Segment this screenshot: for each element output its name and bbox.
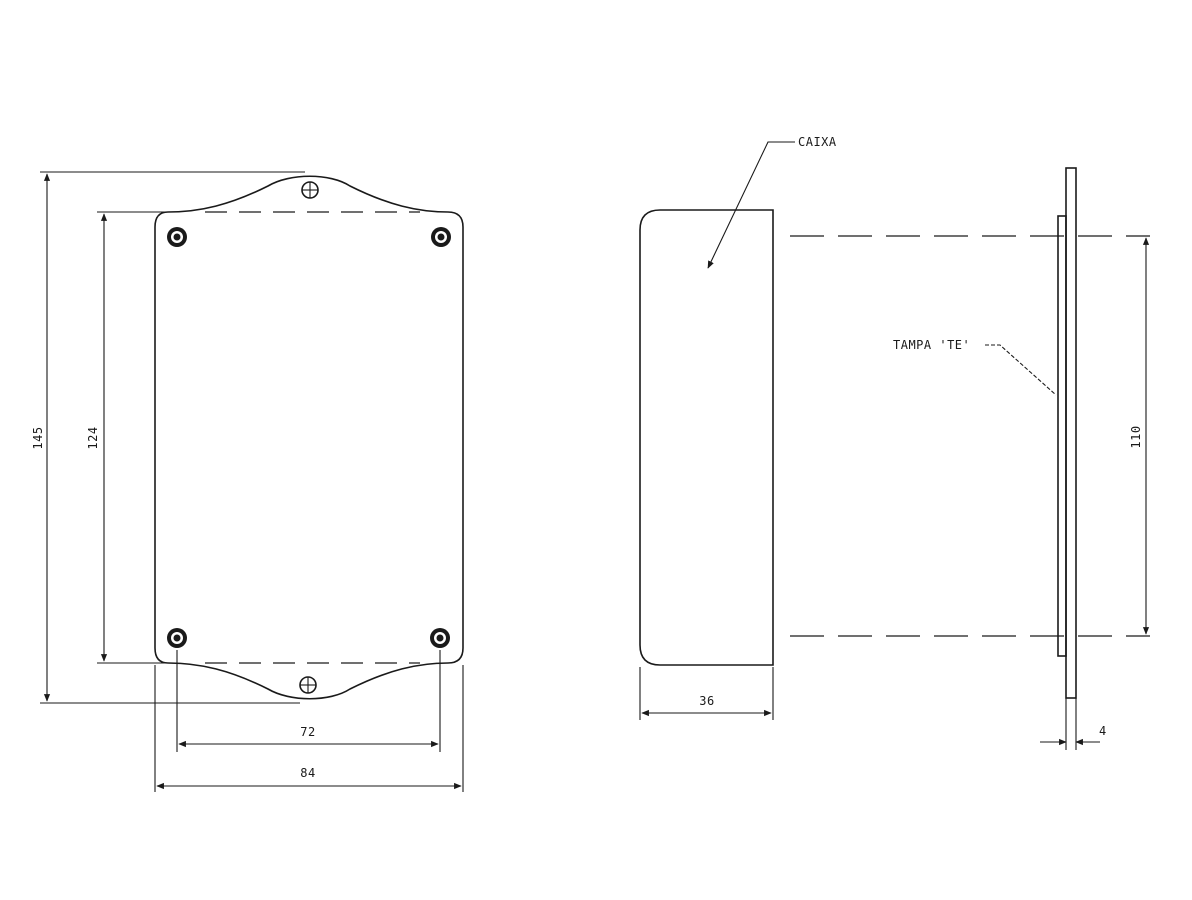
dim-4-label: 4 <box>1099 724 1107 738</box>
tampa-leader <box>985 344 1057 396</box>
front-view: 145 124 72 84 <box>31 171 464 792</box>
top-ear-hole <box>301 181 319 199</box>
dim-36-label: 36 <box>699 694 714 708</box>
screw-top-right <box>431 227 451 247</box>
dimension-84: 84 <box>154 665 464 792</box>
screw-bottom-right <box>430 628 450 648</box>
dim-110-label: 110 <box>1129 425 1143 448</box>
screw-bottom-left <box>167 628 187 648</box>
dimension-36: 36 <box>639 667 774 720</box>
dimension-4: 4 <box>1040 698 1107 750</box>
caixa-label: CAIXA <box>798 135 837 149</box>
box-side-outline <box>639 209 774 666</box>
dimension-110: 110 <box>1129 237 1150 635</box>
tampa-label: TAMPA 'TE' <box>893 338 970 352</box>
enclosure-outline <box>154 175 464 700</box>
lid-rib <box>1057 215 1067 657</box>
screw-top-left <box>167 227 187 247</box>
dimension-72: 72 <box>176 650 441 752</box>
dimension-145: 145 <box>31 171 305 704</box>
side-view: CAIXA 36 <box>639 135 837 720</box>
dim-72-label: 72 <box>300 725 315 739</box>
dim-84-label: 84 <box>300 766 315 780</box>
dim-124-label: 124 <box>86 426 100 449</box>
dimension-124: 124 <box>86 211 170 664</box>
bottom-ear-hole <box>299 676 317 694</box>
dim-145-label: 145 <box>31 426 45 449</box>
lid-plate <box>1065 167 1077 699</box>
caixa-leader <box>707 141 795 269</box>
lid-view: TAMPA 'TE' 110 4 <box>790 167 1150 750</box>
